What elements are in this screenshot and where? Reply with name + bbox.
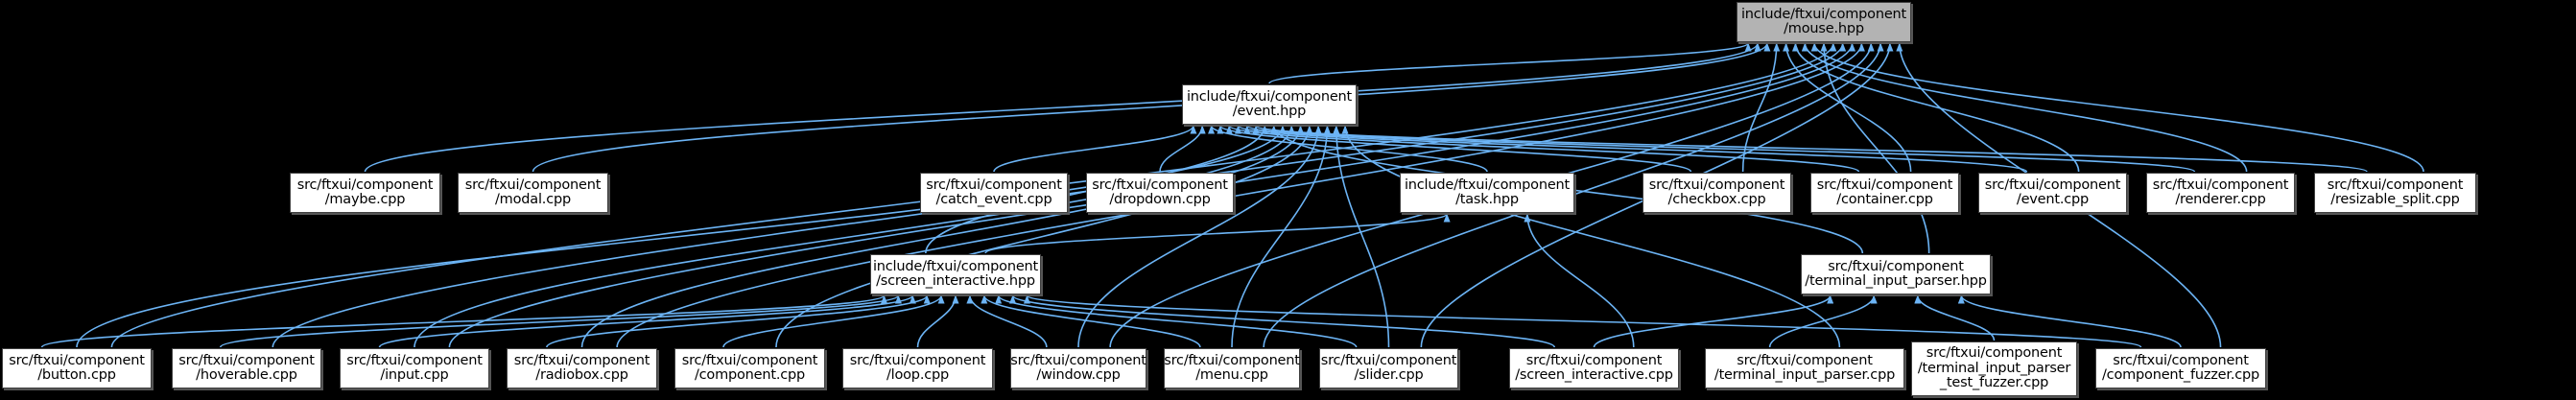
- graph-edge-maybe_cpp-to-mouse_hpp: [364, 42, 1761, 173]
- graph-node-menu_cpp[interactable]: src/ftxui/component /menu.cpp: [1164, 348, 1300, 388]
- graph-node-resizable_split_cpp[interactable]: src/ftxui/component /resizable_split.cpp: [2314, 173, 2476, 213]
- graph-edge-resizable_split_cpp-to-mouse_hpp: [1810, 42, 2424, 173]
- graph-node-screen_interactive_hpp[interactable]: include/ftxui/component /screen_interact…: [870, 254, 1041, 294]
- graph-node-component_fuzzer_cpp[interactable]: src/ftxui/component /component_fuzzer.cp…: [2095, 348, 2266, 388]
- graph-edge-button_cpp-to-screen_interactive_hpp: [40, 294, 887, 348]
- graph-edge-screen_interactive_hpp-to-task_hpp: [984, 213, 1451, 254]
- graph-edge-event_hpp-to-mouse_hpp: [1268, 42, 1752, 84]
- graph-node-renderer_cpp[interactable]: src/ftxui/component /renderer.cpp: [2146, 173, 2295, 213]
- graph-edge-menu_cpp-to-screen_interactive_hpp: [981, 294, 1201, 348]
- graph-edge-modal_cpp-to-mouse_hpp: [532, 42, 1771, 173]
- graph-edge-terminal_input_parser_hpp-to-mouse_hpp: [1820, 42, 1930, 254]
- graph-edge-radiobox_cpp-to-mouse_hpp: [616, 42, 1865, 348]
- graph-edge-screen_interactive_cpp-to-terminal_input_parser_hpp: [1593, 294, 1834, 348]
- graph-edge-catch_event_cpp-to-event_hpp: [993, 125, 1197, 173]
- graph-edge-event_cpp-to-mouse_hpp: [1791, 42, 2080, 173]
- graph-edge-terminal_input_parser_cpp-to-event_hpp: [1341, 125, 1841, 348]
- graph-node-component_cpp[interactable]: src/ftxui/component /component.cpp: [674, 348, 825, 388]
- graph-edge-hoverable_cpp-to-screen_interactive_hpp: [219, 294, 902, 348]
- graph-edge-window_cpp-to-screen_interactive_hpp: [966, 294, 1048, 348]
- graph-edge-dropdown_cpp-to-event_hpp: [1159, 125, 1206, 173]
- graph-edge-input_cpp-to-event_hpp: [414, 125, 1295, 348]
- graph-node-terminal_input_parser_cpp[interactable]: src/ftxui/component /terminal_input_pars…: [1705, 348, 1904, 388]
- graph-edge-task_hpp-to-event_hpp: [1208, 125, 1488, 173]
- graph-node-event_cpp[interactable]: src/ftxui/component /event.cpp: [1978, 173, 2127, 213]
- graph-edge-radiobox_cpp-to-event_hpp: [580, 125, 1304, 348]
- graph-node-maybe_cpp[interactable]: src/ftxui/component /maybe.cpp: [290, 173, 440, 213]
- graph-node-slider_cpp[interactable]: src/ftxui/component /slider.cpp: [1319, 348, 1458, 388]
- graph-edge-radiobox_cpp-to-screen_interactive_hpp: [546, 294, 931, 348]
- graph-edge-screen_interactive_cpp-to-screen_interactive_hpp: [1009, 294, 1555, 348]
- graph-edge-resizable_split_cpp-to-event_hpp: [1253, 125, 2368, 173]
- graph-node-tip_test_fuzzer_cpp[interactable]: src/ftxui/component /terminal_input_pars…: [1911, 341, 2077, 396]
- graph-node-checkbox_cpp[interactable]: src/ftxui/component /checkbox.cpp: [1642, 173, 1791, 213]
- graph-node-radiobox_cpp[interactable]: src/ftxui/component /radiobox.cpp: [507, 348, 657, 388]
- graph-node-hoverable_cpp[interactable]: src/ftxui/component /hoverable.cpp: [172, 348, 321, 388]
- graph-edge-loop_cpp-to-screen_interactive_hpp: [916, 294, 959, 348]
- graph-node-button_cpp[interactable]: src/ftxui/component /button.cpp: [2, 348, 152, 388]
- graph-edge-window_cpp-to-event_hpp: [1077, 125, 1322, 348]
- graph-node-event_hpp[interactable]: include/ftxui/component /event.hpp: [1182, 84, 1357, 125]
- graph-edge-tip_test_fuzzer_cpp-to-terminal_input_parser_hpp: [1914, 294, 1996, 341]
- graph-edge-button_cpp-to-event_hpp: [76, 125, 1287, 348]
- graph-edge-slider_cpp-to-event_hpp: [1333, 125, 1390, 348]
- graph-node-catch_event_cpp[interactable]: src/ftxui/component /catch_event.cpp: [920, 173, 1068, 213]
- graph-edge-container_cpp-to-mouse_hpp: [1783, 42, 1912, 173]
- graph-node-container_cpp[interactable]: src/ftxui/component /container.cpp: [1810, 173, 1959, 213]
- graph-edge-menu_cpp-to-event_hpp: [1231, 125, 1331, 348]
- graph-node-input_cpp[interactable]: src/ftxui/component /input.cpp: [340, 348, 489, 388]
- graph-edge-component_cpp-to-event_hpp: [775, 125, 1313, 348]
- graph-node-screen_interactive_cpp[interactable]: src/ftxui/component /screen_interactive.…: [1509, 348, 1679, 388]
- graph-edge-terminal_input_parser_cpp-to-terminal_input_parser_hpp: [1768, 294, 1878, 348]
- graph-node-loop_cpp[interactable]: src/ftxui/component /loop.cpp: [842, 348, 993, 388]
- graph-edge-component_cpp-to-screen_interactive_hpp: [722, 294, 945, 348]
- graph-edge-slider_cpp-to-screen_interactive_hpp: [995, 294, 1358, 348]
- graph-node-terminal_input_parser_hpp[interactable]: src/ftxui/component /terminal_input_pars…: [1801, 254, 1991, 294]
- graph-node-task_hpp[interactable]: include/ftxui/component /task.hpp: [1400, 173, 1574, 213]
- graph-node-dropdown_cpp[interactable]: src/ftxui/component /dropdown.cpp: [1086, 173, 1234, 213]
- graph-edge-component_fuzzer_cpp-to-terminal_input_parser_hpp: [1957, 294, 2182, 348]
- graph-node-window_cpp[interactable]: src/ftxui/component /window.cpp: [1010, 348, 1146, 388]
- graph-edge-component_fuzzer_cpp-to-screen_interactive_hpp: [1024, 294, 2142, 348]
- graph-node-modal_cpp[interactable]: src/ftxui/component /modal.cpp: [458, 173, 608, 213]
- graph-edge-screen_interactive_cpp-to-task_hpp: [1524, 213, 1635, 348]
- graph-node-mouse_hpp[interactable]: include/ftxui/component /mouse.hpp: [1737, 2, 1911, 42]
